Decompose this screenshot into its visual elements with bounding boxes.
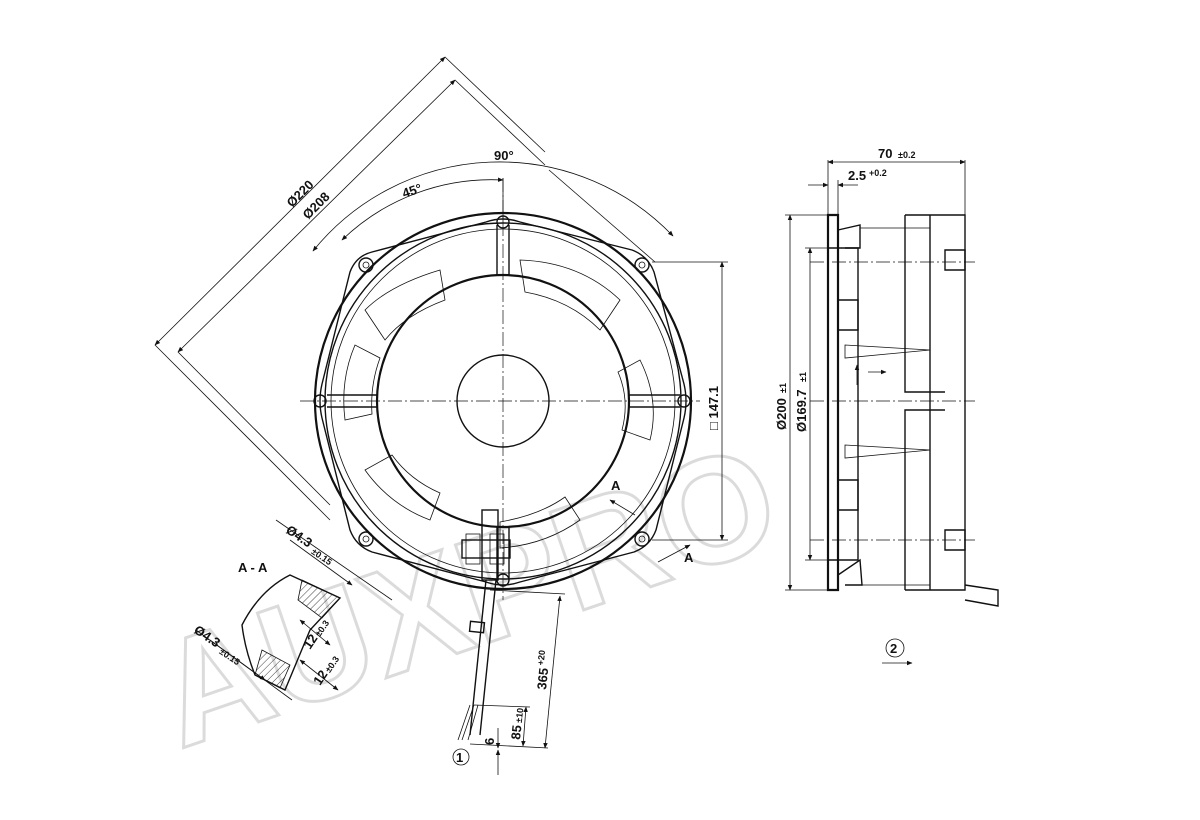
side-dia-200-tol: ±1 [778, 383, 788, 393]
side-depth-label: 70 [878, 146, 892, 161]
side-view: 70 ±0.2 2.5 +0.2 Ø200 ±1 Ø169.7 ±1 2 [774, 146, 999, 666]
side-marker-circle [885, 638, 905, 658]
diameter-dims-diagonal: Ø220 Ø208 [154, 56, 546, 521]
side-marker: 2 [890, 641, 897, 656]
cable-length-label: 365 [534, 667, 551, 690]
cable: 365 +20 85 ±10 6 1 [452, 579, 566, 775]
section-depth-b: 12 [310, 667, 331, 687]
cable-exit [461, 509, 511, 581]
cable-strip-label: 85 [508, 724, 524, 740]
watermark: AUXPRO [134, 410, 798, 781]
square-dim: □ 147.1 [652, 261, 728, 541]
mount-hole-br [634, 531, 650, 547]
cable-tip-label: 6 [482, 738, 497, 745]
cable-strip-tol: ±10 [514, 707, 526, 723]
side-dia-200-label: Ø200 [774, 398, 789, 430]
side-flange-label: 2.5 [848, 168, 866, 183]
mount-hole-tr [634, 257, 650, 273]
side-dia-169-tol: ±1 [798, 372, 808, 382]
mount-hole-tl [358, 257, 374, 273]
struts [327, 225, 680, 578]
section-title: A - A [238, 560, 268, 575]
angle-45-label: 45° [400, 181, 423, 201]
angle-dims: 90° 45° [312, 148, 674, 263]
cable-marker-circle [452, 748, 470, 766]
cable-length-tol: +20 [536, 650, 548, 666]
section-mark-bottom: A [684, 550, 694, 565]
section-view: A - A Ø4.3 ±0.15 Ø4.3 ±0.15 12 ±0.3 12 ±… [191, 519, 393, 701]
section-markers: A A [609, 478, 694, 565]
front-view: Ø220 Ø208 90° 45° □ 147.1 A A [154, 56, 728, 600]
section-depth-a: 12 [300, 631, 321, 651]
angle-90-label: 90° [494, 148, 514, 163]
side-depth-tol: ±0.2 [898, 150, 915, 160]
side-dia-169-label: Ø169.7 [794, 389, 809, 432]
mount-hole-bl [358, 531, 374, 547]
watermark-text: AUXPRO [136, 411, 797, 779]
cable-marker: 1 [456, 750, 463, 765]
square-147-label: □ 147.1 [706, 386, 721, 430]
side-flange-tol: +0.2 [869, 168, 887, 178]
section-mark-top: A [611, 478, 621, 493]
section-hole-top: Ø4.3 [283, 522, 315, 550]
